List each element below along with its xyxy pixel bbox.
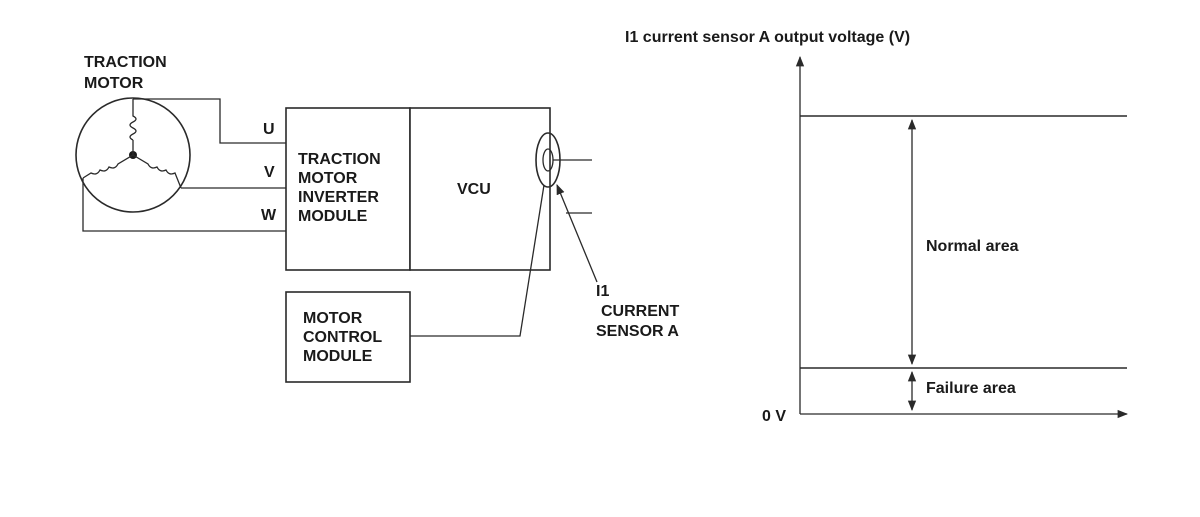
- traction-motor-symbol: [75, 97, 191, 213]
- sensor-label-line1: I1: [596, 283, 609, 300]
- zero-volt-label: 0 V: [762, 408, 786, 425]
- mcm-label-line3: MODULE: [303, 348, 373, 365]
- phase-wires: [82, 98, 286, 232]
- failure-area-label: Failure area: [926, 380, 1016, 397]
- voltage-graph: [795, 55, 1129, 419]
- sensor-label-line2: CURRENT: [601, 303, 679, 320]
- inverter-label-line2: MOTOR: [298, 170, 358, 187]
- phase-w-label: W: [261, 207, 277, 224]
- inverter-module-box: [285, 107, 411, 271]
- motor-label-line1: TRACTION: [84, 54, 167, 71]
- vcu-box: [409, 107, 551, 271]
- motor-control-module-box: [285, 291, 411, 383]
- inverter-label-line3: INVERTER: [298, 189, 379, 206]
- current-sensor-ring: [535, 132, 592, 214]
- phase-v-label: V: [264, 164, 275, 181]
- mcm-label-line2: CONTROL: [303, 329, 382, 346]
- phase-u-label: U: [263, 121, 275, 138]
- vcu-label: VCU: [457, 181, 491, 198]
- graph-title: I1 current sensor A output voltage (V): [625, 29, 910, 46]
- sensor-label-line3: SENSOR A: [596, 323, 679, 340]
- inverter-label-line1: TRACTION: [298, 151, 381, 168]
- sensor-leader-arrow: [556, 184, 598, 283]
- mcm-label-line1: MOTOR: [303, 310, 363, 327]
- normal-area-label: Normal area: [926, 238, 1019, 255]
- inverter-label-line4: MODULE: [298, 208, 368, 225]
- sensor-signal-wire: [410, 184, 545, 337]
- motor-label-line2: MOTOR: [84, 75, 144, 92]
